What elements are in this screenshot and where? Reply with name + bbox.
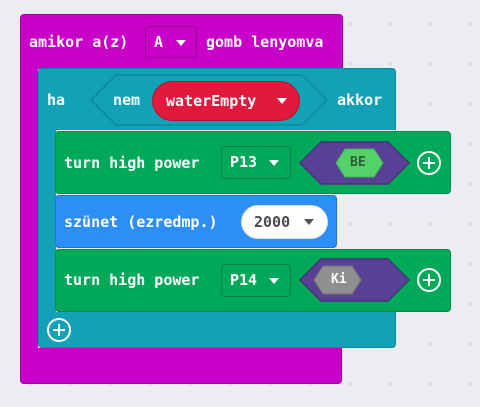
turn-high-power-label: turn high power xyxy=(64,154,200,172)
pause-duration-value: 2000 xyxy=(254,213,291,231)
pin-dropdown-p14[interactable]: P14 xyxy=(221,264,291,297)
chevron-down-icon xyxy=(269,278,279,284)
state-off-label: Ki xyxy=(331,272,347,287)
turn-high-power-label: turn high power xyxy=(64,271,200,289)
event-block-footer xyxy=(20,348,342,384)
state-on-label: BE xyxy=(350,155,366,170)
add-parameter-icon[interactable] xyxy=(417,268,441,292)
event-prefix-label: amikor a(z) xyxy=(29,33,129,51)
state-toggle-off[interactable] xyxy=(299,258,411,302)
if-block-footer xyxy=(38,312,396,348)
button-dropdown[interactable]: A xyxy=(145,26,197,58)
if-label: ha xyxy=(47,91,66,109)
add-parameter-icon[interactable] xyxy=(417,151,441,175)
add-else-icon[interactable] xyxy=(47,318,71,342)
if-block-side xyxy=(38,128,56,318)
pin-dropdown-value: P13 xyxy=(230,153,258,171)
pin-dropdown-p13[interactable]: P13 xyxy=(221,146,291,179)
event-block-side xyxy=(20,68,38,360)
button-dropdown-value: A xyxy=(154,33,164,51)
state-toggle-on[interactable] xyxy=(299,141,411,185)
pin-dropdown-value: P14 xyxy=(230,271,258,289)
chevron-down-icon xyxy=(304,219,314,225)
pause-label: szünet (ezredmp.) xyxy=(64,213,218,231)
variable-dropdown[interactable]: waterEmpty xyxy=(152,81,300,121)
variable-dropdown-value: waterEmpty xyxy=(166,92,257,110)
chevron-down-icon xyxy=(269,160,279,166)
then-label: akkor xyxy=(337,91,383,109)
chevron-down-icon xyxy=(176,40,186,46)
not-label: nem xyxy=(113,91,141,109)
event-suffix-label: gomb lenyomva xyxy=(206,33,324,51)
pause-duration-dropdown[interactable]: 2000 xyxy=(241,205,328,239)
chevron-down-icon xyxy=(277,98,287,104)
